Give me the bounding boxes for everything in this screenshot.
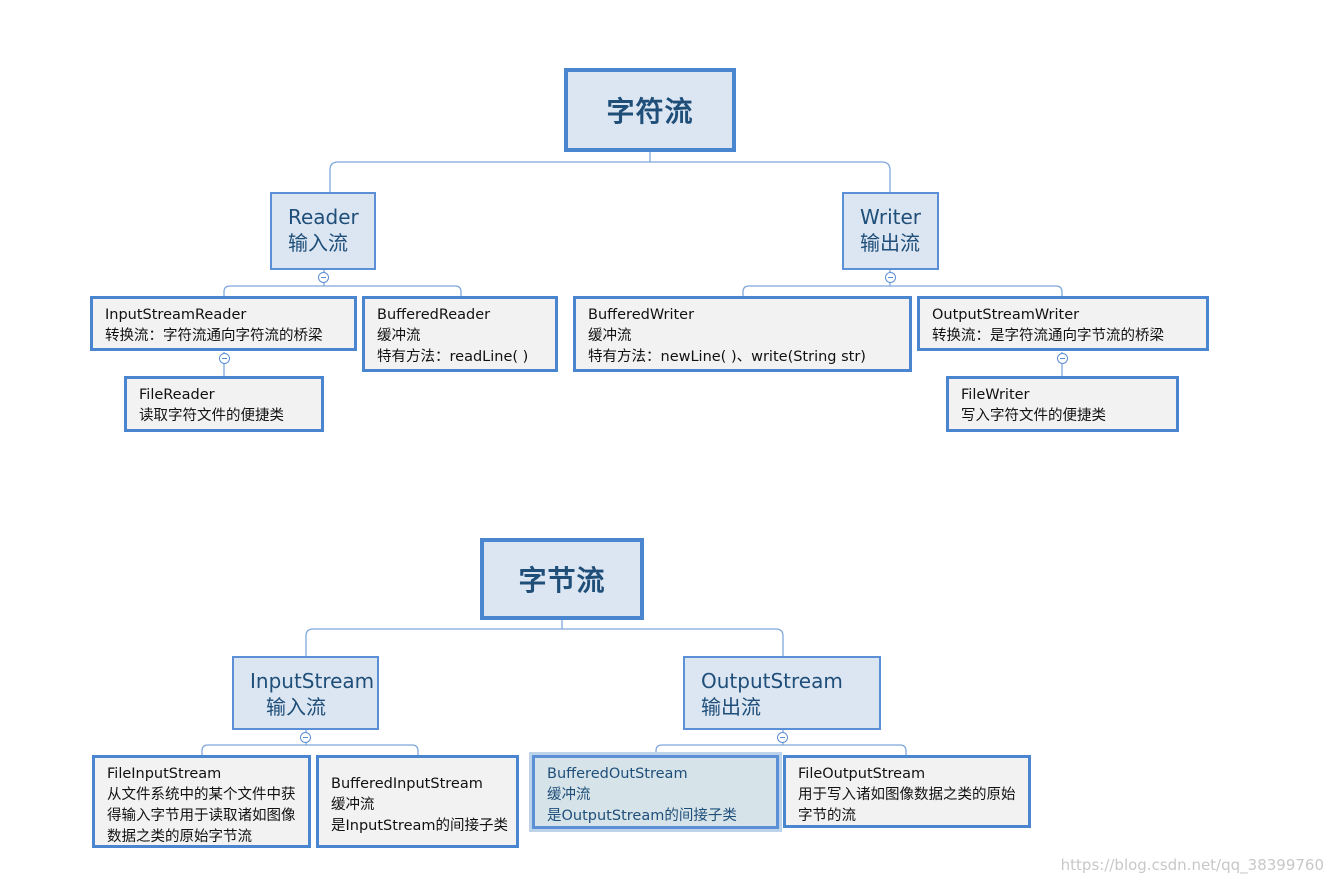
buffered-input-stream-parent: 是InputStream的间接子类	[331, 818, 509, 834]
reader-desc: 输入流	[288, 231, 348, 255]
input-stream-name: InputStream	[250, 669, 375, 693]
reader-collapse-icon[interactable]	[318, 272, 329, 283]
file-output-stream-desc-2: 字节的流	[798, 808, 856, 824]
output-stream-node[interactable]: OutputStream 输出流	[683, 656, 881, 730]
input-stream-node[interactable]: InputStream 输入流	[232, 656, 379, 730]
file-writer-node[interactable]: FileWriter 写入字符文件的便捷类	[946, 376, 1179, 432]
buffered-writer-node[interactable]: BufferedWriter 缓冲流 特有方法：newLine( )、write…	[573, 296, 912, 372]
file-output-stream-desc-1: 用于写入诸如图像数据之类的原始	[798, 787, 1016, 803]
buffered-out-stream-name: BufferedOutStream	[547, 766, 688, 782]
output-stream-writer-node[interactable]: OutputStreamWriter 转换流：是字符流通向字节流的桥梁	[917, 296, 1209, 351]
output-stream-writer-collapse-icon[interactable]	[1057, 353, 1068, 364]
buffered-reader-node[interactable]: BufferedReader 缓冲流 特有方法：readLine( )	[362, 296, 558, 372]
buffered-reader-desc: 缓冲流	[377, 328, 421, 344]
input-stream-reader-name: InputStreamReader	[105, 307, 247, 323]
writer-desc: 输出流	[860, 231, 920, 255]
writer-collapse-icon[interactable]	[885, 272, 896, 283]
file-input-stream-desc-3: 数据之类的原始字节流	[107, 829, 252, 845]
buffered-input-stream-desc: 缓冲流	[331, 797, 375, 813]
buffered-writer-method: 特有方法：newLine( )、write(String str)	[588, 349, 866, 365]
file-reader-name: FileReader	[139, 387, 215, 403]
file-output-stream-name: FileOutputStream	[798, 766, 926, 782]
file-output-stream-node[interactable]: FileOutputStream 用于写入诸如图像数据之类的原始 字节的流	[783, 755, 1031, 828]
byte-stream-title: 字节流	[518, 564, 606, 597]
buffered-out-stream-parent: 是OutputStream的间接子类	[547, 808, 737, 824]
buffered-writer-desc: 缓冲流	[588, 328, 632, 344]
watermark: https://blog.csdn.net/qq_38399760	[1060, 856, 1324, 874]
input-stream-reader-desc: 转换流：字符流通向字符流的桥梁	[105, 328, 323, 344]
output-stream-desc: 输出流	[701, 695, 761, 719]
buffered-out-stream-desc: 缓冲流	[547, 787, 591, 803]
file-input-stream-desc-1: 从文件系统中的某个文件中获	[107, 787, 296, 803]
output-stream-writer-name: OutputStreamWriter	[932, 307, 1080, 323]
byte-stream-root[interactable]: 字节流	[480, 538, 644, 620]
char-stream-root[interactable]: 字符流	[564, 68, 736, 152]
buffered-writer-name: BufferedWriter	[588, 307, 695, 323]
writer-name: Writer	[860, 205, 922, 229]
output-stream-name: OutputStream	[701, 669, 843, 693]
char-stream-title: 字符流	[606, 95, 694, 128]
writer-node[interactable]: Writer 输出流	[842, 192, 939, 270]
file-input-stream-node[interactable]: FileInputStream 从文件系统中的某个文件中获 得输入字节用于读取诸…	[92, 755, 311, 848]
reader-name: Reader	[288, 205, 359, 229]
buffered-input-stream-name: BufferedInputStream	[331, 776, 483, 792]
buffered-reader-method: 特有方法：readLine( )	[377, 349, 529, 365]
output-stream-writer-desc: 转换流：是字符流通向字节流的桥梁	[932, 328, 1164, 344]
file-input-stream-desc-2: 得输入字节用于读取诸如图像	[107, 808, 296, 824]
input-stream-reader-collapse-icon[interactable]	[219, 353, 230, 364]
buffered-reader-name: BufferedReader	[377, 307, 491, 323]
file-writer-name: FileWriter	[961, 387, 1030, 403]
reader-node[interactable]: Reader 输入流	[270, 192, 376, 270]
buffered-input-stream-node[interactable]: BufferedInputStream 缓冲流 是InputStream的间接子…	[316, 755, 519, 848]
file-reader-node[interactable]: FileReader 读取字符文件的便捷类	[124, 376, 324, 432]
input-stream-collapse-icon[interactable]	[300, 732, 311, 743]
input-stream-desc: 输入流	[266, 695, 326, 719]
file-reader-desc: 读取字符文件的便捷类	[139, 408, 284, 424]
file-input-stream-name: FileInputStream	[107, 766, 222, 782]
output-stream-collapse-icon[interactable]	[777, 732, 788, 743]
input-stream-reader-node[interactable]: InputStreamReader 转换流：字符流通向字符流的桥梁	[90, 296, 357, 351]
buffered-out-stream-node[interactable]: BufferedOutStream 缓冲流 是OutputStream的间接子类	[532, 755, 779, 829]
file-writer-desc: 写入字符文件的便捷类	[961, 408, 1106, 424]
